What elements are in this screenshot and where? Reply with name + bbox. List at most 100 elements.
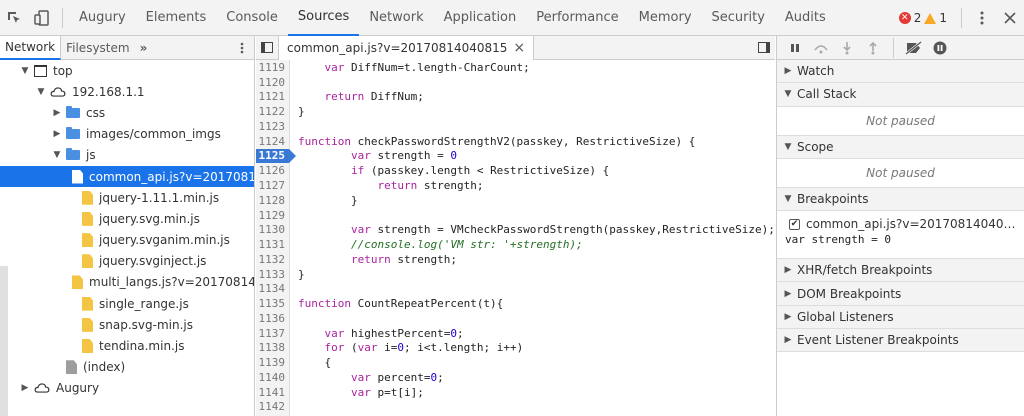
expanded-triangle-icon[interactable]: ▼: [21, 65, 29, 76]
toggle-debugger-button[interactable]: [753, 36, 775, 60]
tree-item[interactable]: (index): [0, 357, 254, 378]
code-line[interactable]: 1139 {: [256, 355, 775, 371]
close-tab-icon[interactable]: ×: [513, 39, 526, 56]
code-line[interactable]: 1133}: [256, 266, 775, 282]
tree-item[interactable]: ▶images/common_imgs: [0, 124, 254, 145]
line-number[interactable]: 1127: [256, 178, 290, 193]
collapsed-triangle-icon[interactable]: ▶: [21, 383, 29, 394]
tab-application[interactable]: Application: [443, 10, 517, 25]
error-warning-badge[interactable]: ✕ 2 1: [898, 11, 947, 25]
collapsed-triangle-icon[interactable]: ▶: [53, 129, 61, 140]
line-number[interactable]: 1131: [256, 237, 290, 252]
line-number[interactable]: 1142: [256, 399, 290, 415]
call-stack-section-header[interactable]: ▼ Call Stack: [777, 83, 1024, 107]
line-number[interactable]: 1136: [256, 311, 290, 326]
code-line[interactable]: 1138 for (var i=0; i<t.length; i++): [256, 340, 775, 356]
tab-security[interactable]: Security: [711, 10, 765, 25]
tree-item[interactable]: tendina.min.js: [0, 335, 254, 356]
line-number[interactable]: 1132: [256, 251, 290, 267]
line-number[interactable]: 1133: [256, 266, 290, 282]
tree-item[interactable]: ▶Augury: [0, 378, 254, 399]
code-line[interactable]: 1132 return strength;: [256, 251, 775, 267]
line-number[interactable]: 1126: [256, 163, 290, 179]
line-number[interactable]: 1130: [256, 222, 290, 238]
code-line[interactable]: 1134: [256, 281, 775, 297]
tab-sources[interactable]: Sources: [287, 0, 360, 36]
tab-elements[interactable]: Elements: [145, 10, 207, 25]
line-number[interactable]: 1123: [256, 119, 290, 134]
toggle-navigator-button[interactable]: [256, 36, 278, 60]
close-icon[interactable]: [996, 0, 1024, 36]
watch-section-header[interactable]: ▶ Watch: [777, 60, 1024, 84]
code-line[interactable]: 1137 var highestPercent=0;: [256, 325, 775, 341]
tree-item[interactable]: jquery.svg.min.js: [0, 208, 254, 229]
line-number[interactable]: 1141: [256, 384, 290, 400]
code-line[interactable]: 1125 var strength = 0: [256, 148, 775, 164]
tab-performance[interactable]: Performance: [536, 10, 619, 25]
tree-item[interactable]: ▼top: [0, 60, 254, 81]
line-number[interactable]: 1129: [256, 207, 290, 223]
breakpoint-location[interactable]: common_api.js?v=20170814040815:1125: [806, 217, 1016, 232]
inspect-element-icon[interactable]: [0, 0, 28, 36]
code-line[interactable]: 1136: [256, 311, 775, 326]
code-line[interactable]: 1123: [256, 119, 775, 134]
breakpoint-checkbox[interactable]: ✔: [789, 218, 800, 230]
collapsed-triangle-icon[interactable]: ▶: [53, 107, 61, 118]
tree-item[interactable]: multi_langs.js?v=20170814040815: [0, 272, 254, 293]
code-line[interactable]: 1122}: [256, 104, 775, 120]
line-number[interactable]: 1119: [256, 60, 290, 75]
code-line[interactable]: 1141 var p=t[i];: [256, 384, 775, 400]
line-number[interactable]: 1135: [256, 296, 290, 312]
tab-audits[interactable]: Audits: [784, 10, 826, 25]
more-tabs-button[interactable]: »: [139, 40, 148, 55]
code-line[interactable]: 1128 }: [256, 192, 775, 208]
step-over-icon[interactable]: [809, 36, 833, 60]
pause-on-exceptions-icon[interactable]: [928, 36, 952, 60]
tree-item[interactable]: jquery-1.11.1.min.js: [0, 187, 254, 208]
code-line[interactable]: 1129: [256, 207, 775, 223]
expanded-triangle-icon[interactable]: ▼: [37, 86, 45, 97]
code-line[interactable]: 1140 var percent=0;: [256, 370, 775, 385]
device-toolbar-icon[interactable]: [28, 0, 56, 36]
line-number[interactable]: 1140: [256, 370, 290, 385]
dom-breakpoints-header[interactable]: ▶ DOM Breakpoints: [777, 282, 1024, 306]
expanded-triangle-icon[interactable]: ▼: [53, 150, 61, 161]
code-line[interactable]: 1126 if (passkey.length < RestrictiveSiz…: [256, 163, 775, 179]
code-area[interactable]: 1119 var DiffNum=t.length-CharCount;1120…: [256, 60, 775, 416]
line-number[interactable]: 1124: [256, 133, 290, 149]
global-listeners-header[interactable]: ▶ Global Listeners: [777, 305, 1024, 330]
tree-item[interactable]: jquery.svginject.js: [0, 251, 254, 272]
breakpoint-line-number[interactable]: 1125: [256, 148, 296, 164]
line-number[interactable]: 1138: [256, 340, 290, 356]
tab-augury[interactable]: Augury: [79, 10, 126, 25]
code-line[interactable]: 1130 var strength = VMcheckPasswordStren…: [256, 222, 775, 238]
navigator-menu-icon[interactable]: [230, 36, 254, 60]
tree-item[interactable]: snap.svg-min.js: [0, 314, 254, 335]
navigator-scrollbar[interactable]: [0, 266, 8, 416]
tree-item[interactable]: single_range.js: [0, 293, 254, 314]
breakpoints-section-header[interactable]: ▼ Breakpoints: [777, 187, 1024, 212]
line-number[interactable]: 1139: [256, 355, 290, 371]
code-line[interactable]: 1121 return DiffNum;: [256, 89, 775, 105]
tab-console[interactable]: Console: [226, 10, 278, 25]
scope-section-header[interactable]: ▼ Scope: [777, 135, 1024, 159]
tab-filesystem[interactable]: Filesystem: [66, 40, 130, 55]
editor-tab-common-api[interactable]: common_api.js?v=20170814040815 ×: [278, 36, 535, 60]
tab-memory[interactable]: Memory: [638, 10, 692, 25]
step-into-icon[interactable]: [835, 36, 859, 60]
tab-network-files[interactable]: Network: [0, 36, 62, 60]
kebab-menu-icon[interactable]: [968, 0, 996, 36]
tree-item[interactable]: jquery.svganim.min.js: [0, 230, 254, 251]
code-line[interactable]: 1127 return strength;: [256, 178, 775, 193]
xhr-breakpoints-header[interactable]: ▶ XHR/fetch Breakpoints: [777, 259, 1024, 283]
code-line[interactable]: 1120: [256, 74, 775, 90]
code-line[interactable]: 1119 var DiffNum=t.length-CharCount;: [256, 60, 775, 75]
deactivate-breakpoints-icon[interactable]: [902, 36, 926, 60]
tree-item[interactable]: ▼js: [0, 145, 254, 166]
code-line[interactable]: 1131 //console.log('VM str: '+strength);: [256, 237, 775, 252]
step-out-icon[interactable]: [861, 36, 885, 60]
line-number[interactable]: 1121: [256, 89, 290, 105]
code-line[interactable]: 1142: [256, 399, 775, 415]
tree-item[interactable]: common_api.js?v=20170814040815: [0, 165, 254, 188]
